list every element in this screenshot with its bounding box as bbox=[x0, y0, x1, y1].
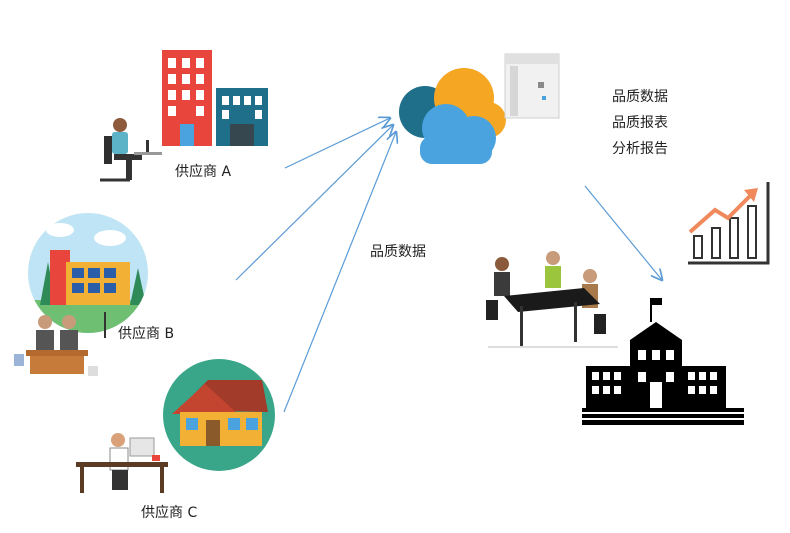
output-item: 分析报告 bbox=[612, 141, 668, 157]
output-item: 品质报表 bbox=[612, 115, 668, 131]
flow-label: 品质数据 bbox=[370, 244, 426, 260]
supplier-a-label: 供应商 A bbox=[175, 164, 232, 180]
output-list: 品质数据 品质报表 分析报告 bbox=[612, 84, 668, 162]
arrow-c-to-cloud bbox=[283, 132, 396, 413]
arrow-cloud-to-institution bbox=[584, 185, 662, 280]
output-item: 品质数据 bbox=[612, 89, 668, 105]
supplier-b-label: 供应商 B bbox=[118, 326, 175, 342]
supplier-c-label: 供应商 C bbox=[141, 505, 198, 521]
arrow-a-to-cloud bbox=[284, 118, 390, 169]
arrow-b-to-cloud bbox=[235, 125, 393, 281]
